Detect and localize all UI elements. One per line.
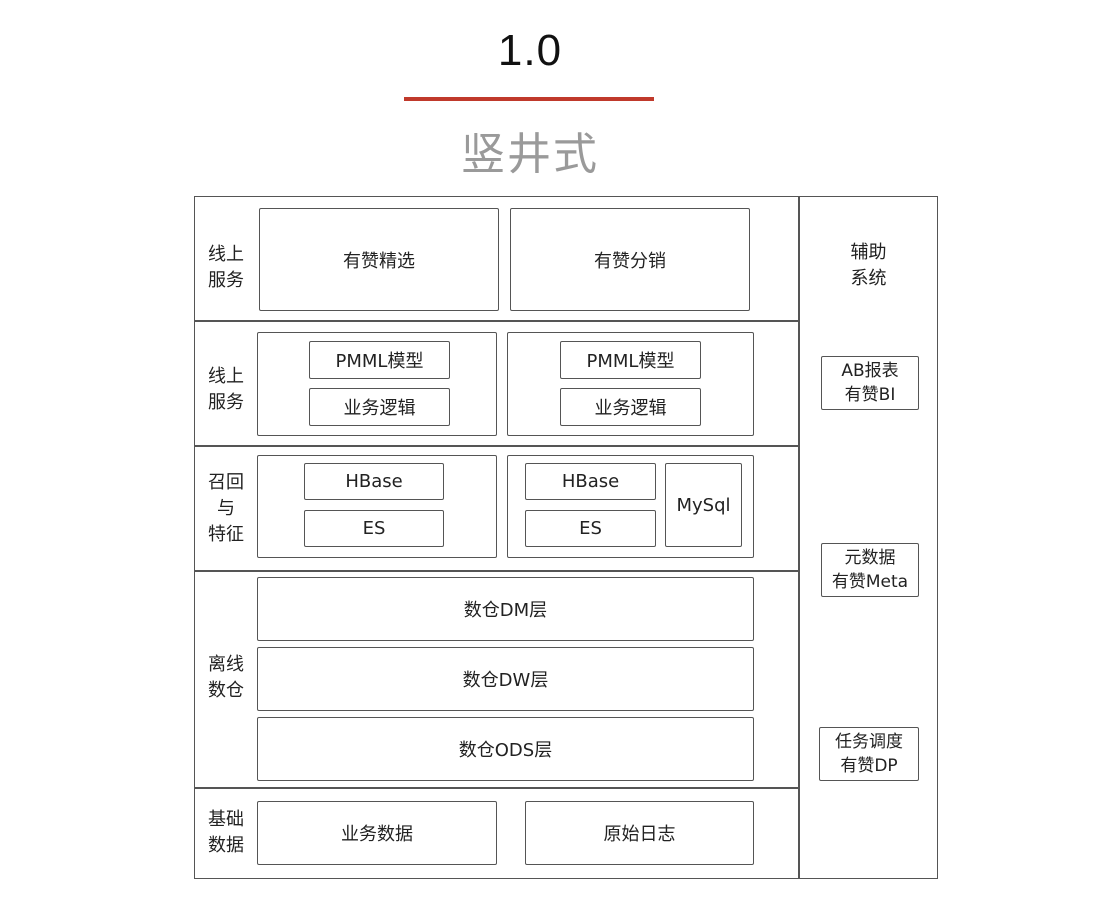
es-box: ES — [304, 510, 444, 547]
business-data-box: 业务数据 — [257, 801, 497, 865]
label-line: 特征 — [208, 524, 244, 545]
app-youzan-select: 有赞精选 — [259, 208, 499, 311]
aux-line: 元数据 — [844, 548, 896, 568]
business-logic-box: 业务逻辑 — [309, 388, 450, 426]
hbase-box: HBase — [525, 463, 656, 500]
title-divider — [404, 97, 654, 101]
label-line: 基础 — [208, 809, 244, 830]
label-line: 线上 — [208, 366, 244, 387]
business-logic-box: 业务逻辑 — [560, 388, 701, 426]
label-line: 数据 — [208, 835, 244, 856]
label-line: 线上 — [208, 244, 244, 265]
app-youzan-distribution: 有赞分销 — [510, 208, 750, 311]
aux-column-divider — [798, 196, 800, 879]
layer-divider — [194, 787, 799, 789]
dw-ods-layer: 数仓ODS层 — [257, 717, 754, 781]
label-line: 服务 — [208, 392, 244, 413]
architecture-subtitle: 竖井式 — [461, 129, 599, 180]
label-line: 辅助 — [850, 242, 887, 263]
aux-line: 有赞DP — [840, 756, 898, 776]
label-line: 与 — [217, 498, 235, 519]
mysql-box: MySql — [665, 463, 742, 547]
aux-line: 任务调度 — [835, 732, 903, 752]
version-title: 1.0 — [497, 26, 563, 75]
label-line: 召回 — [208, 472, 244, 493]
raw-logs-box: 原始日志 — [525, 801, 754, 865]
layer-divider — [194, 320, 799, 322]
layer-label-online-model: 线上 服务 — [200, 364, 252, 416]
layer-label-online-service: 线上 服务 — [200, 242, 252, 294]
aux-line: 有赞Meta — [831, 572, 909, 592]
label-line: 服务 — [208, 270, 244, 291]
aux-systems-label: 辅助 系统 — [800, 240, 937, 292]
label-line: 系统 — [850, 268, 887, 289]
aux-line: AB报表 — [841, 361, 899, 381]
layer-label-base-data: 基础 数据 — [200, 807, 252, 859]
aux-line: 有赞BI — [844, 385, 896, 405]
hbase-box: HBase — [304, 463, 444, 500]
aux-system-dp: 任务调度 有赞DP — [819, 727, 919, 781]
dw-dm-layer: 数仓DM层 — [257, 577, 754, 641]
es-box: ES — [525, 510, 656, 547]
layer-label-offline-dw: 离线 数仓 — [200, 652, 252, 704]
label-line: 离线 — [208, 654, 244, 675]
layer-divider — [194, 445, 799, 447]
layer-label-recall-features: 召回 与 特征 — [200, 470, 252, 548]
dw-dw-layer: 数仓DW层 — [257, 647, 754, 711]
label-line: 数仓 — [208, 680, 244, 701]
aux-system-meta: 元数据 有赞Meta — [821, 543, 919, 597]
pmml-model-box: PMML模型 — [560, 341, 701, 379]
pmml-model-box: PMML模型 — [309, 341, 450, 379]
aux-system-bi: AB报表 有赞BI — [821, 356, 919, 410]
layer-divider — [194, 570, 799, 572]
